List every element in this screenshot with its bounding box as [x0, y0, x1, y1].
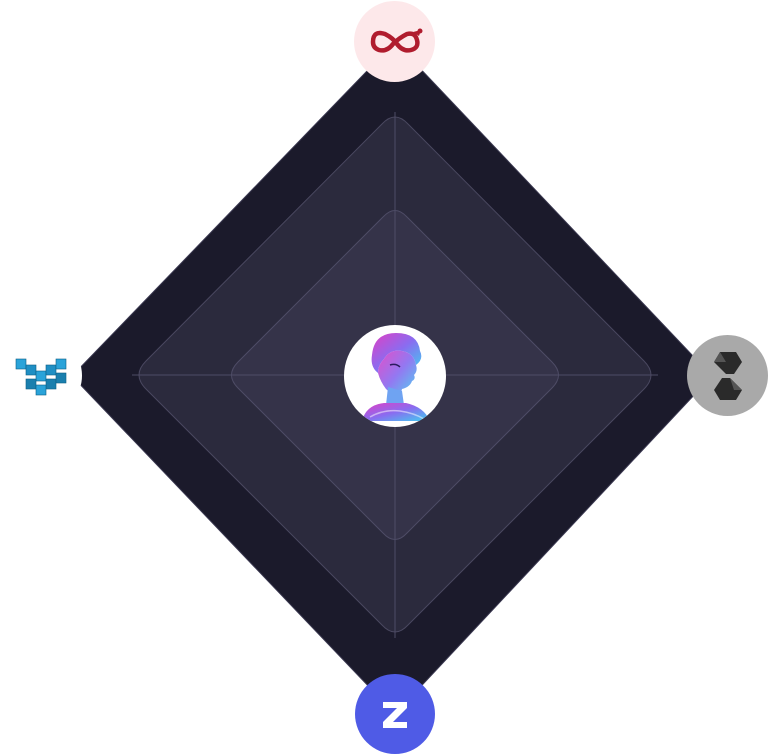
gray-s-blocks-logo-icon [713, 351, 742, 400]
blue-cube-stack-logo-icon [15, 358, 66, 395]
bottom-logo-node[interactable] [355, 674, 435, 754]
red-infinity-snake-logo-icon [370, 28, 422, 53]
center-avatar-node[interactable] [344, 325, 446, 427]
classical-bust-avatar-icon [362, 333, 430, 421]
top-logo-node[interactable] [354, 1, 435, 82]
blue-z-logo-icon [383, 702, 407, 728]
left-logo-node[interactable] [1, 335, 82, 416]
right-logo-node[interactable] [687, 335, 768, 416]
